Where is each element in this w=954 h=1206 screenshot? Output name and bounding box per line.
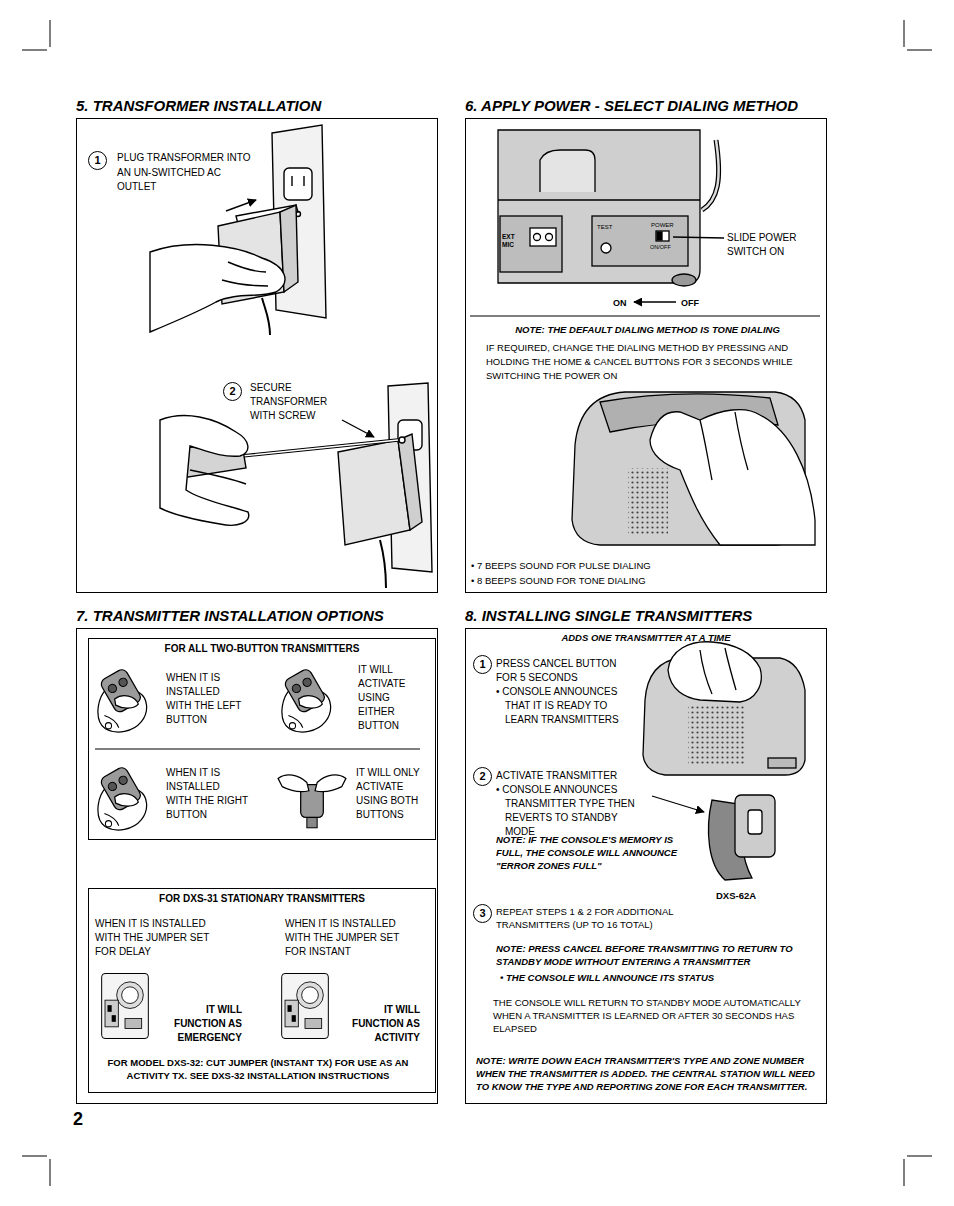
panel-marking: ON/OFF [650, 243, 680, 251]
step-text: PRESS CANCEL BUTTON FOR 5 SECONDS [496, 657, 620, 685]
note-text: • THE CONSOLE WILL ANNOUNCE ITS STATUS [500, 971, 800, 984]
page-number: 2 [73, 1109, 83, 1129]
panel-heading: 5. TRANSFORMER INSTALLATION [76, 97, 438, 115]
option-text: WHEN IT IS INSTALLED WITH THE JUMPER SET… [95, 917, 227, 959]
instruction-text: PLUG TRANSFORMER INTO AN UN-SWITCHED AC … [117, 151, 251, 195]
callout-number: 2 [229, 386, 235, 397]
note-text: ADDS ONE TRANSMITTER AT A TIME [470, 631, 822, 645]
bullet-text: • 7 BEEPS SOUND FOR PULSE DIALING [471, 559, 771, 573]
note-text: NOTE: IF THE CONSOLE'S MEMORY IS FULL, T… [496, 833, 701, 872]
callout-circle: 2 [223, 382, 242, 401]
model-name: DXS-62A [716, 889, 756, 903]
instruction-text: SECURE TRANSFORMER WITH SCREW [250, 381, 342, 423]
callout-circle: 1 [473, 655, 492, 674]
option-text: WHEN IT IS INSTALLED WITH THE LEFT BUTTO… [166, 671, 244, 727]
panel-heading: 6. APPLY POWER - SELECT DIALING METHOD [465, 97, 827, 115]
note-text: FOR MODEL DXS-32: CUT JUMPER (INSTANT TX… [90, 1056, 426, 1082]
callout-number: 3 [479, 908, 485, 919]
step-text: ACTIVATE TRANSMITTER [496, 769, 646, 783]
box-heading: FOR ALL TWO-BUTTON TRANSMITTERS [89, 639, 435, 655]
switch-direction: ON [613, 296, 627, 310]
callout-circle: 1 [88, 151, 107, 170]
option-result: IT WILL FUNCTION AS EMERGENCY [152, 1003, 242, 1045]
bullet-text: • 8 BEEPS SOUND FOR TONE DIALING [471, 574, 771, 588]
option-text: WHEN IT IS INSTALLED WITH THE JUMPER SET… [285, 917, 417, 959]
panel-border [465, 118, 827, 593]
panel-marking: EXT MIC [502, 233, 528, 249]
note-text: NOTE: WRITE DOWN EACH TRANSMITTER'S TYPE… [476, 1054, 823, 1093]
panel-marking: TEST [597, 223, 619, 231]
box-heading: FOR DXS-31 STATIONARY TRANSMITTERS [89, 889, 435, 905]
instruction-text: IF REQUIRED, CHANGE THE DIALING METHOD B… [486, 341, 821, 383]
panel-heading: 7. TRANSMITTER INSTALLATION OPTIONS [76, 607, 438, 625]
switch-direction: OFF [681, 296, 699, 310]
note-text: NOTE: THE DEFAULT DIALING METHOD IS TONE… [475, 323, 820, 337]
option-text: WHEN IT IS INSTALLED WITH THE RIGHT BUTT… [166, 766, 248, 822]
callout-circle: 3 [473, 904, 492, 923]
panel-heading: 8. INSTALLING SINGLE TRANSMITTERS [465, 607, 827, 625]
option-result: IT WILL FUNCTION AS ACTIVITY [330, 1003, 420, 1045]
callout-number: 1 [479, 659, 485, 670]
option-text: IT WILL ACTIVATE USING EITHER BUTTON [358, 663, 420, 733]
note-text: NOTE: PRESS CANCEL BEFORE TRANSMITTING T… [496, 942, 816, 968]
step-text: REPEAT STEPS 1 & 2 FOR ADDITIONAL TRANSM… [496, 905, 716, 931]
bullet-text: • CONSOLE ANNOUNCES TRANSMITTER TYPE THE… [496, 783, 648, 839]
callout-circle: 2 [473, 767, 492, 786]
panel-marking: POWER [651, 221, 679, 229]
option-text: IT WILL ONLY ACTIVATE USING BOTH BUTTONS [356, 766, 427, 822]
instruction-text: SLIDE POWER SWITCH ON [727, 231, 815, 259]
callout-number: 2 [479, 771, 485, 782]
callout-number: 1 [94, 155, 100, 166]
bullet-text: • CONSOLE ANNOUNCES THAT IT IS READY TO … [496, 685, 628, 727]
instruction-text: THE CONSOLE WILL RETURN TO STANDBY MODE … [493, 996, 818, 1035]
